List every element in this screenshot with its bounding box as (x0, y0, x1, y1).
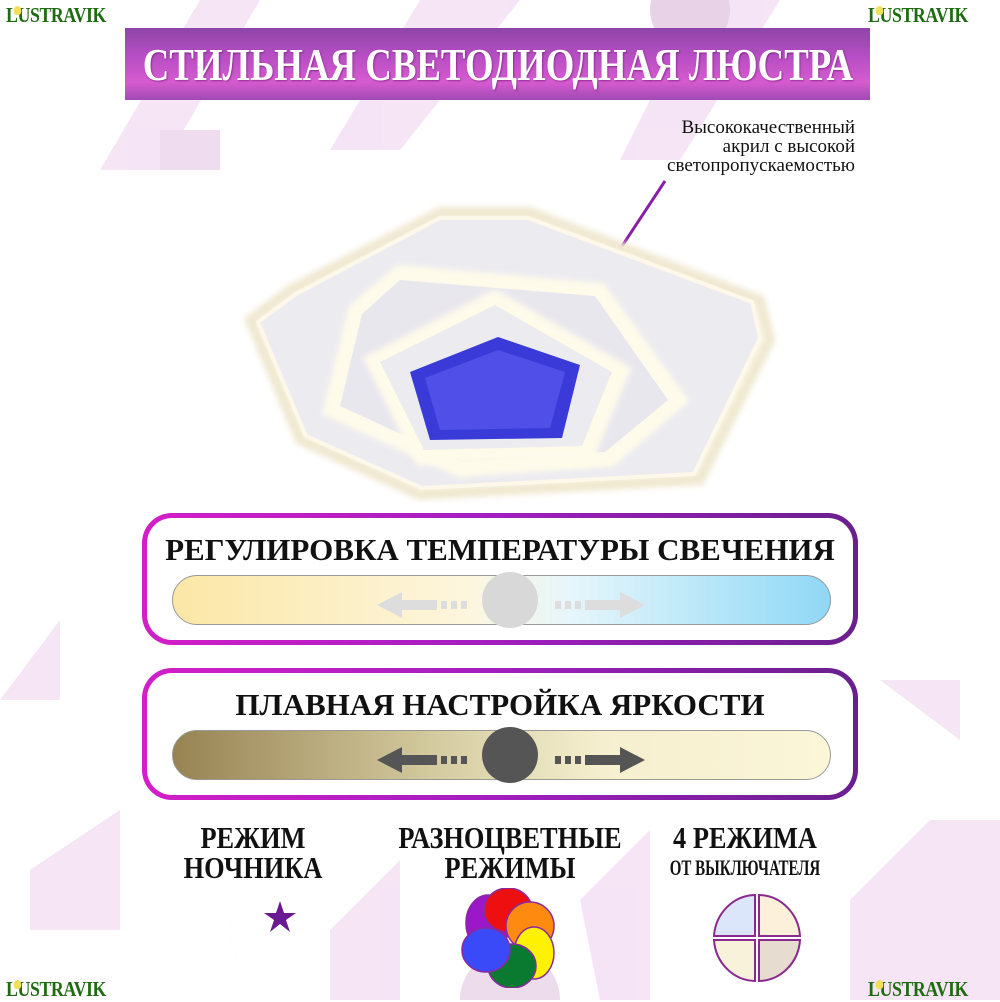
brightness-title: ПЛАВНАЯ НАСТРОЙКА ЯРКОСТИ (235, 687, 765, 722)
color-temperature-panel: РЕГУЛИРОВКА ТЕМПЕРАТУРЫ СВЕЧЕНИЯ (142, 513, 858, 645)
chandelier-illustration (243, 179, 870, 501)
feature-label: 4 РЕЖИМА (673, 820, 817, 855)
brand-logo-bottom-left: LUSTRAVIK (6, 977, 107, 1001)
feature-label: РАЗНОЦВЕТНЫЕ (398, 820, 622, 855)
arrow-left-icon (377, 747, 467, 773)
arrow-right-icon (555, 592, 645, 618)
feature-label: РЕЖИМЫ (444, 850, 576, 885)
annotation-line: светопропускаемостью (667, 155, 855, 176)
annotation-line: Высококачественный (681, 117, 855, 138)
color-petals-icon (461, 888, 555, 988)
feature-multicolor: РАЗНОЦВЕТНЫЕ РЕЖИМЫ (398, 820, 622, 885)
brand-logo-top-left: LUSTRAVIK (6, 3, 107, 27)
moon-star-icon (229, 898, 310, 981)
feature-night-mode: РЕЖИМ НОЧНИКА (183, 820, 323, 885)
brightness-knob[interactable] (482, 727, 538, 783)
banner-title: СТИЛЬНАЯ СВЕТОДИОДНАЯ ЛЮСТРА (142, 38, 853, 90)
brand-logo-top-right: LUSTRAVIK (868, 3, 969, 27)
four-modes-icon (712, 893, 802, 983)
chandelier (243, 207, 776, 501)
feature-label: РЕЖИМ (200, 820, 306, 855)
annotation-line: акрил с высокой (722, 136, 855, 157)
color-temperature-knob[interactable] (482, 572, 538, 628)
feature-label: НОЧНИКА (183, 850, 323, 885)
color-temperature-title: РЕГУЛИРОВКА ТЕМПЕРАТУРЫ СВЕЧЕНИЯ (165, 532, 835, 567)
feature-four-modes: 4 РЕЖИМА ОТ ВЫКЛЮЧАТЕЛЯ (651, 820, 839, 883)
arrow-right-icon (555, 747, 645, 773)
feature-label: ОТ ВЫКЛЮЧАТЕЛЯ (669, 855, 821, 880)
arrow-left-icon (377, 592, 467, 618)
brand-logo-bottom-right: LUSTRAVIK (868, 977, 969, 1001)
title-banner: СТИЛЬНАЯ СВЕТОДИОДНАЯ ЛЮСТРА (125, 28, 870, 100)
brightness-panel: ПЛАВНАЯ НАСТРОЙКА ЯРКОСТИ (142, 668, 858, 800)
acrylic-annotation: Высококачественный акрил с высокой свето… (667, 118, 855, 175)
